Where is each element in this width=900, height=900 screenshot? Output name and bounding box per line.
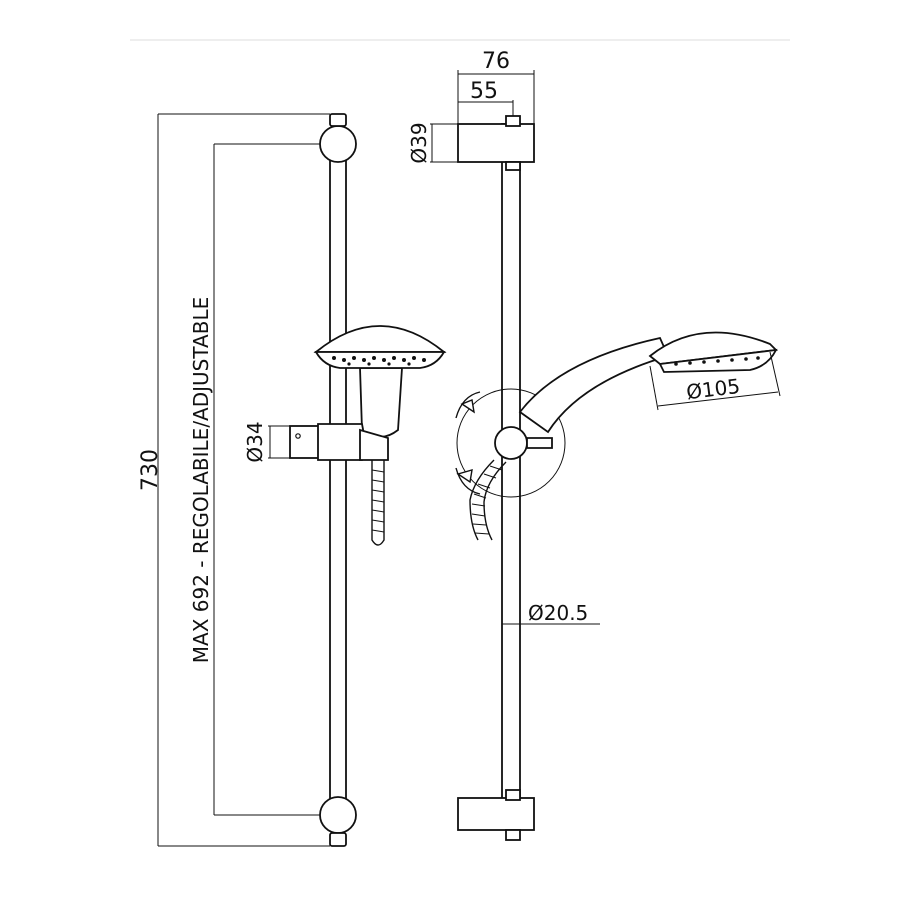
front-holder-body <box>317 423 365 461</box>
side-hose-outer <box>469 459 495 541</box>
rotation-arrow-lower <box>456 469 473 484</box>
side-view: 76 55 Ø39 Ø105 Ø20.5 <box>407 49 781 841</box>
bracket-width-inner-label: 55 <box>470 79 498 104</box>
bar-diameter-label: Ø20.5 <box>528 601 588 625</box>
front-holder-cradle <box>359 428 389 461</box>
dim105-line <box>657 391 779 407</box>
front-holder-knob <box>289 425 321 459</box>
dim105-ext-right <box>769 351 781 397</box>
adjustable-length-label: MAX 692 - REGOLABILE/ADJUSTABLE <box>189 297 213 663</box>
front-shower-head-dome <box>313 325 447 353</box>
side-hose-coils <box>471 465 503 535</box>
side-shower-nozzles <box>674 356 760 366</box>
front-shower-handle <box>359 367 403 438</box>
side-bottom-bracket-foot <box>505 829 521 841</box>
rotation-arc-lower <box>455 467 481 495</box>
front-holder-screw <box>295 433 301 439</box>
side-holder-lever <box>526 437 553 449</box>
side-bottom-bracket <box>457 797 535 831</box>
front-shower-nozzles <box>332 356 426 366</box>
side-hose-inner <box>483 461 507 541</box>
bracket-width-outer-label: 76 <box>482 49 510 74</box>
holder-diameter-label: Ø34 <box>243 421 267 462</box>
front-top-mount <box>329 113 347 127</box>
side-shower-head-dome <box>648 331 778 365</box>
side-top-bracket-cap <box>505 115 521 127</box>
front-bottom-endcap <box>319 796 357 834</box>
front-top-endcap <box>319 125 357 163</box>
side-shower-handle <box>518 336 670 434</box>
front-bottom-mount <box>329 832 347 847</box>
side-top-bracket <box>457 123 535 163</box>
rotation-arrow-upper <box>460 399 475 414</box>
head-diameter-label: Ø105 <box>685 374 741 404</box>
side-slide-bar <box>501 123 521 827</box>
overall-length-label: 730 <box>138 449 163 491</box>
front-view: 730 MAX 692 - REGOLABILE/ADJUSTABLE Ø34 <box>138 113 447 847</box>
side-holder-knob <box>494 426 528 460</box>
front-hose-coils <box>371 469 385 533</box>
side-top-bracket-foot <box>505 161 521 171</box>
rotation-arc-upper <box>455 391 481 419</box>
front-slide-bar <box>329 139 347 817</box>
rotation-circle <box>456 388 566 498</box>
front-hose <box>371 460 385 546</box>
side-bottom-bracket-cap <box>505 789 521 801</box>
bracket-diameter-label: Ø39 <box>407 122 431 163</box>
dim105-ext-left <box>649 365 659 411</box>
